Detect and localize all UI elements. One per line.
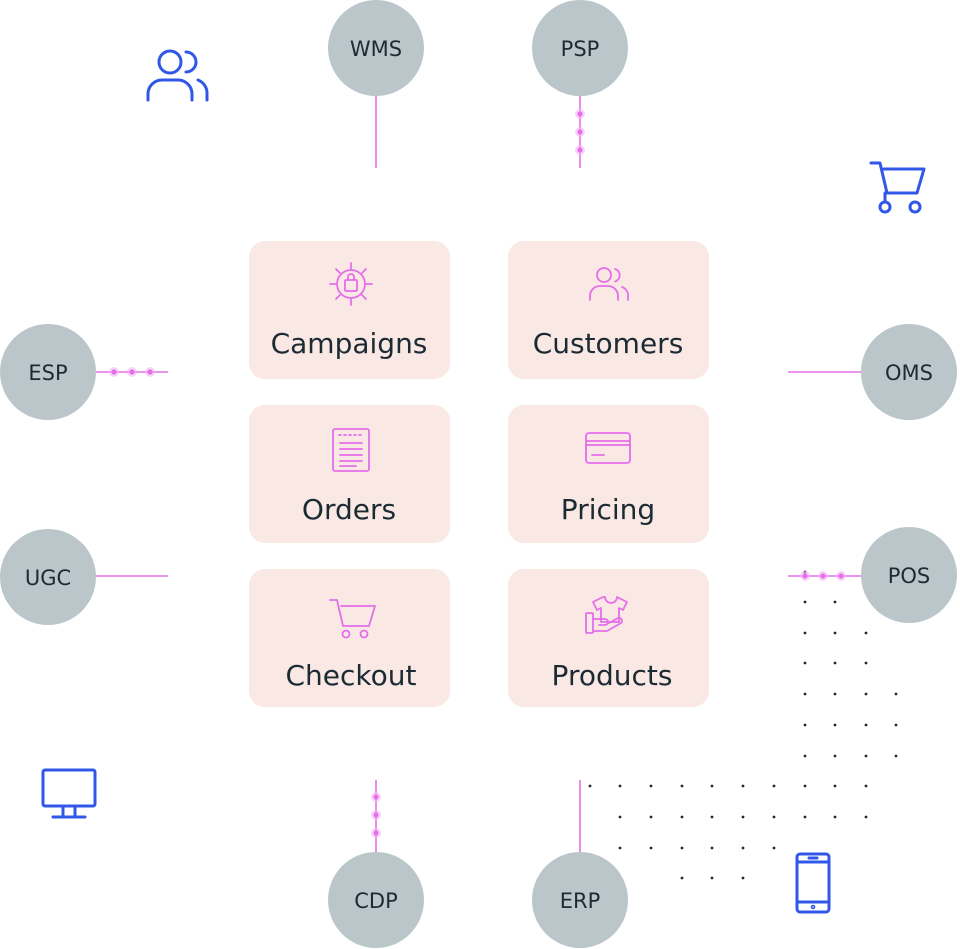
grid-dot — [741, 846, 745, 850]
node-label: CDP — [354, 889, 398, 913]
users-icon — [589, 267, 629, 301]
grid-dot — [864, 815, 868, 819]
node-esp: ESP — [0, 324, 96, 420]
grid-dot — [864, 692, 868, 696]
connectors — [96, 95, 862, 853]
grid-dot — [803, 661, 807, 665]
module-card-checkout: Checkout — [249, 569, 450, 707]
grid-dot — [618, 846, 622, 850]
grid-dot — [741, 876, 745, 880]
grid-dot — [649, 784, 653, 788]
gear-bag-icon — [329, 262, 373, 306]
grid-dot — [833, 661, 837, 665]
grid-dot — [803, 692, 807, 696]
grid-dot — [680, 815, 684, 819]
grid-dot — [741, 784, 745, 788]
grid-dot — [894, 692, 898, 696]
grid-dot — [588, 784, 592, 788]
order-list-icon — [332, 428, 370, 472]
grid-dot — [680, 846, 684, 850]
grid-dot — [864, 661, 868, 665]
node-label: OMS — [885, 361, 933, 385]
shopping-cart-icon — [869, 161, 926, 214]
module-card-campaigns: Campaigns — [249, 241, 450, 379]
grid-dot — [803, 600, 807, 604]
cart-icon — [329, 599, 376, 639]
mobile-phone-icon — [795, 852, 831, 914]
grid-dot — [710, 815, 714, 819]
grid-dot — [833, 600, 837, 604]
node-label: POS — [888, 564, 931, 588]
node-label: WMS — [350, 37, 402, 61]
grid-dot — [680, 876, 684, 880]
grid-dot — [618, 815, 622, 819]
grid-dot — [803, 754, 807, 758]
grid-dot — [833, 754, 837, 758]
module-card-products: Products — [508, 569, 709, 707]
grid-dot — [803, 631, 807, 635]
grid-dot — [833, 815, 837, 819]
grid-dot — [772, 784, 776, 788]
grid-dot — [803, 723, 807, 727]
node-wms: WMS — [328, 0, 424, 96]
grid-dot — [772, 846, 776, 850]
grid-dot — [894, 723, 898, 727]
node-psp: PSP — [532, 0, 628, 96]
credit-card-icon — [585, 432, 631, 464]
module-label: Campaigns — [271, 327, 428, 360]
grid-dot — [741, 815, 745, 819]
grid-dot — [833, 631, 837, 635]
node-oms: OMS — [861, 324, 957, 420]
grid-dot — [803, 815, 807, 819]
grid-dot — [618, 784, 622, 788]
module-label: Checkout — [286, 659, 417, 692]
grid-dot — [894, 754, 898, 758]
node-label: PSP — [561, 37, 600, 61]
tshirt-hand-icon — [585, 596, 628, 634]
grid-dot — [833, 784, 837, 788]
module-label: Products — [552, 659, 673, 692]
node-label: UGC — [25, 566, 71, 590]
node-erp: ERP — [532, 852, 628, 948]
grid-dot — [864, 784, 868, 788]
node-label: ERP — [560, 889, 601, 913]
grid-dot — [833, 692, 837, 696]
module-card-customers: Customers — [508, 241, 709, 379]
module-card-pricing: Pricing — [508, 405, 709, 543]
node-cdp: CDP — [328, 852, 424, 948]
grid-dot — [772, 815, 776, 819]
grid-dot — [710, 876, 714, 880]
grid-dot — [710, 846, 714, 850]
users-icon — [146, 49, 209, 102]
module-label: Customers — [533, 327, 684, 360]
node-ugc: UGC — [0, 529, 96, 625]
grid-dot — [803, 784, 807, 788]
grid-dot — [649, 815, 653, 819]
module-card-orders: Orders — [249, 405, 450, 543]
grid-dot — [864, 631, 868, 635]
signal-dots — [109, 109, 846, 838]
desktop-monitor-icon — [41, 768, 97, 819]
module-label: Orders — [302, 493, 396, 526]
grid-dot — [864, 723, 868, 727]
grid-dot — [649, 846, 653, 850]
node-label: ESP — [28, 361, 67, 385]
grid-dot — [833, 723, 837, 727]
grid-dot — [680, 784, 684, 788]
module-label: Pricing — [561, 493, 655, 526]
node-pos: POS — [861, 527, 957, 623]
grid-dot — [864, 754, 868, 758]
grid-dot — [710, 784, 714, 788]
dot-grid-decoration — [588, 570, 898, 880]
